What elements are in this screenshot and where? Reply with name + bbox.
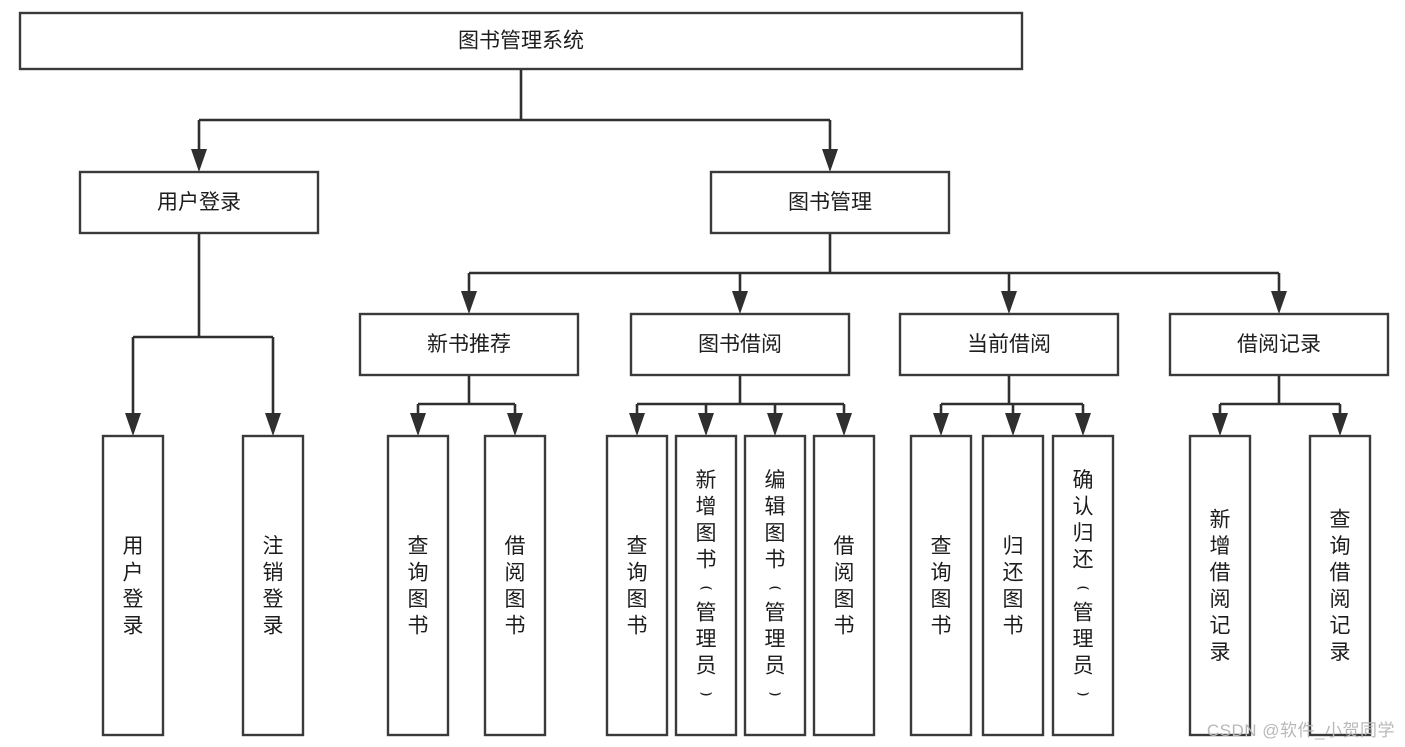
node-leaf[interactable]: 用户登录 — [101, 434, 165, 737]
node-label: 借阅图书 — [834, 535, 855, 638]
node-box[interactable] — [898, 312, 1120, 377]
arrow-head-icon — [629, 413, 645, 436]
node-level3[interactable]: 借阅记录 — [1168, 312, 1390, 377]
node-label: 查询借阅记录 — [1330, 509, 1351, 665]
arrow-head-icon — [1001, 291, 1017, 314]
node-label: 注销登录 — [263, 535, 284, 638]
arrow-head-icon — [822, 149, 838, 172]
node-label: 用户登录 — [123, 535, 144, 638]
node-label: 查询图书 — [627, 535, 648, 638]
node-label: 图书借阅 — [698, 333, 782, 356]
arrow-head-icon — [461, 291, 477, 314]
node-leaf[interactable]: 借阅图书 — [483, 434, 547, 737]
node-box[interactable] — [241, 434, 305, 737]
node-label: 当前借阅 — [967, 333, 1051, 356]
node-box[interactable] — [909, 434, 973, 737]
node-level3[interactable]: 图书借阅 — [629, 312, 851, 377]
node-leaf[interactable]: 查询借阅记录 — [1308, 434, 1372, 737]
node-leaf[interactable]: 归还图书 — [981, 434, 1045, 737]
node-box[interactable] — [812, 434, 876, 737]
node-label: 新增借阅记录 — [1210, 509, 1231, 665]
connector-layer — [125, 69, 1348, 436]
node-box[interactable] — [1051, 434, 1115, 737]
node-box[interactable] — [743, 434, 807, 737]
node-leaf[interactable]: 新增图书⌢管理员⌣ — [674, 434, 738, 737]
node-label: 归还图书 — [1003, 535, 1024, 638]
node-box[interactable] — [629, 312, 851, 377]
arrow-head-icon — [1075, 413, 1091, 436]
arrow-head-icon — [1005, 413, 1021, 436]
node-box[interactable] — [483, 434, 547, 737]
node-level3[interactable]: 当前借阅 — [898, 312, 1120, 377]
node-level3[interactable]: 新书推荐 — [358, 312, 580, 377]
arrow-head-icon — [698, 413, 714, 436]
node-leaf[interactable]: 查询图书 — [605, 434, 669, 737]
node-leaf[interactable]: 新增借阅记录 — [1188, 434, 1252, 737]
node-leaf[interactable]: 确认归还⌢管理员⌣ — [1051, 434, 1115, 737]
node-label: 查询图书 — [408, 535, 429, 638]
arrow-head-icon — [732, 291, 748, 314]
node-label: 确认归还⌢管理员⌣ — [1073, 469, 1094, 704]
node-label: 查询图书 — [931, 535, 952, 638]
node-leaf[interactable]: 查询图书 — [386, 434, 450, 737]
node-box[interactable] — [981, 434, 1045, 737]
node-box[interactable] — [709, 170, 951, 235]
arrow-head-icon — [410, 413, 426, 436]
node-label: 新书推荐 — [427, 333, 511, 356]
arrow-head-icon — [125, 413, 141, 436]
node-label: 借阅记录 — [1237, 333, 1321, 356]
node-label: 借阅图书 — [505, 535, 526, 638]
node-root[interactable]: 图书管理系统 — [18, 11, 1024, 71]
arrow-head-icon — [507, 413, 523, 436]
node-label: 图书管理 — [788, 191, 872, 214]
arrow-head-icon — [1212, 413, 1228, 436]
node-box[interactable] — [386, 434, 450, 737]
node-box[interactable] — [358, 312, 580, 377]
arrow-head-icon — [191, 149, 207, 172]
node-leaf[interactable]: 查询图书 — [909, 434, 973, 737]
node-leaf[interactable]: 编辑图书⌢管理员⌣ — [743, 434, 807, 737]
node-label: 编辑图书⌢管理员⌣ — [765, 469, 786, 704]
node-box[interactable] — [1188, 434, 1252, 737]
arrow-head-icon — [1332, 413, 1348, 436]
node-box[interactable] — [101, 434, 165, 737]
node-level2[interactable]: 用户登录 — [78, 170, 320, 235]
arrow-head-icon — [836, 413, 852, 436]
arrow-head-icon — [933, 413, 949, 436]
node-box[interactable] — [78, 170, 320, 235]
node-box[interactable] — [605, 434, 669, 737]
node-label: 图书管理系统 — [458, 30, 584, 53]
node-layer: 图书管理系统用户登录图书管理新书推荐图书借阅当前借阅借阅记录用户登录注销登录查询… — [18, 11, 1390, 737]
arrow-head-icon — [265, 413, 281, 436]
node-box[interactable] — [18, 11, 1024, 71]
arrow-head-icon — [767, 413, 783, 436]
node-leaf[interactable]: 借阅图书 — [812, 434, 876, 737]
node-box[interactable] — [674, 434, 738, 737]
node-label: 用户登录 — [157, 191, 241, 214]
node-box[interactable] — [1308, 434, 1372, 737]
node-leaf[interactable]: 注销登录 — [241, 434, 305, 737]
node-label: 新增图书⌢管理员⌣ — [696, 469, 717, 704]
arrow-head-icon — [1271, 291, 1287, 314]
node-box[interactable] — [1168, 312, 1390, 377]
node-level2[interactable]: 图书管理 — [709, 170, 951, 235]
